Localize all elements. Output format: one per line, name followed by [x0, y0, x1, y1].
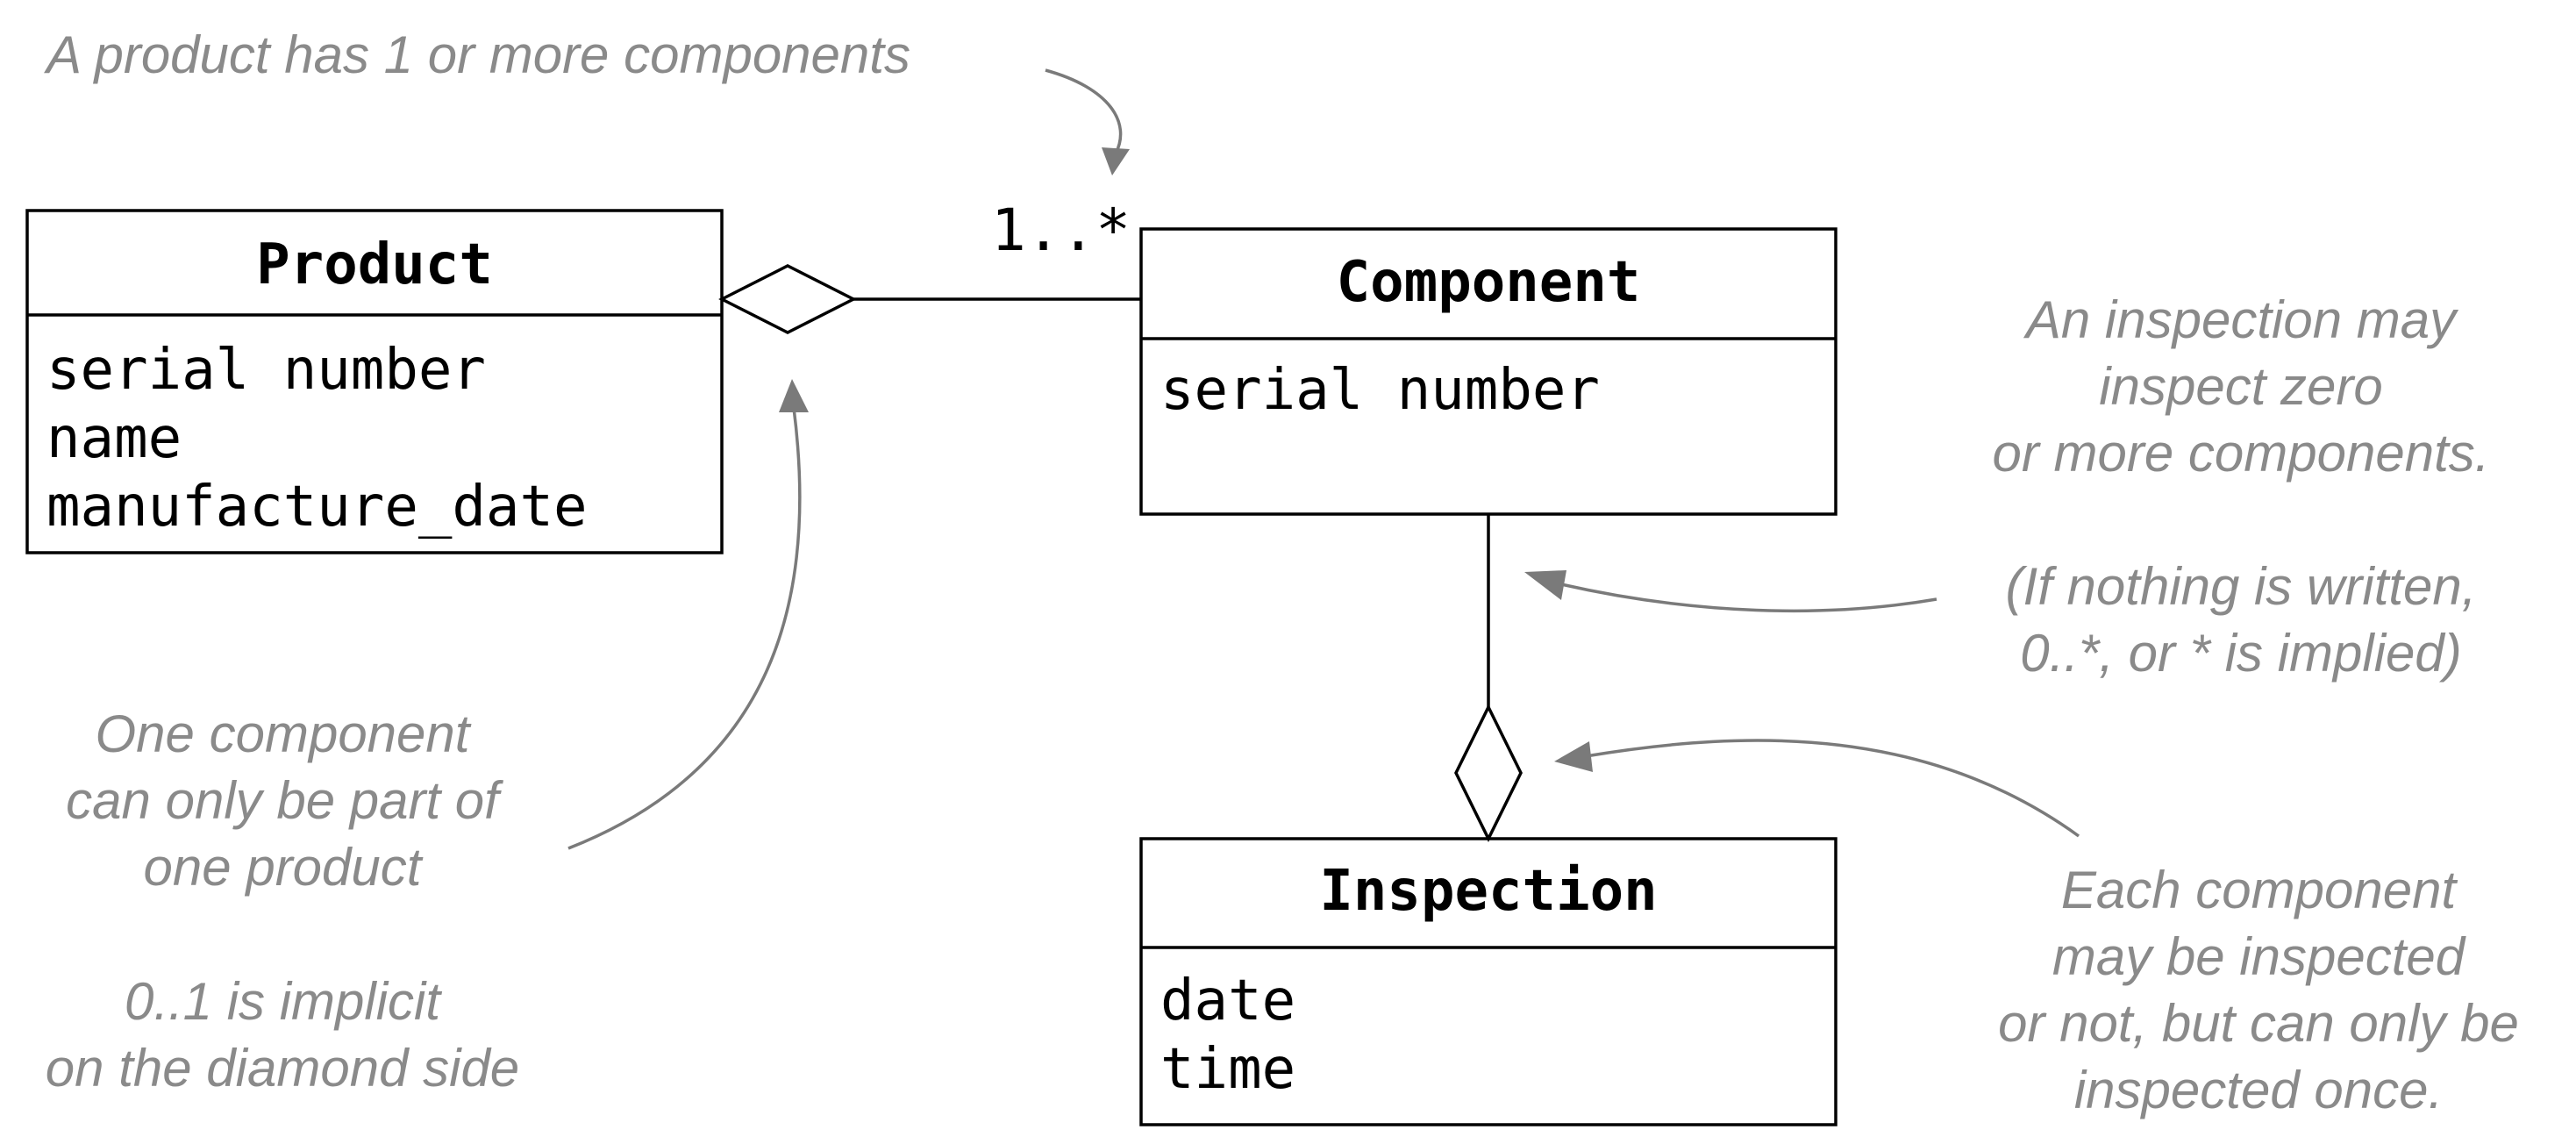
arrow-top: [1045, 68, 1123, 154]
aggregation-product-component: 1..*: [718, 197, 1141, 334]
class-inspection-title: Inspection: [1319, 859, 1657, 924]
class-inspection-attr: time: [1160, 1037, 1295, 1102]
note-right-1: An inspection may inspect zero or more c…: [1993, 290, 2490, 483]
note-line: 0..*, or * is implied): [2020, 624, 2462, 683]
note-right-2: (If nothing is written, 0..*, or * is im…: [2006, 557, 2477, 683]
note-line: can only be part of: [66, 771, 503, 830]
note-right-3: Each component may be inspected or not, …: [1998, 861, 2519, 1119]
class-product-box: [25, 209, 724, 554]
note-line: An inspection may: [2023, 290, 2459, 349]
class-inspection[interactable]: Inspection date time: [1139, 837, 1837, 1126]
arrowhead-icon: [1102, 147, 1130, 175]
note-line: (If nothing is written,: [2006, 557, 2477, 616]
arrowhead-icon: [1554, 741, 1593, 772]
note-line: Each component: [2061, 861, 2458, 919]
arrowhead-icon: [1524, 570, 1566, 600]
arrowhead-icon: [779, 379, 809, 412]
arrow-right-1: [1560, 583, 1937, 613]
class-inspection-box: [1139, 837, 1837, 1126]
multiplicity-label: 1..*: [991, 197, 1131, 264]
class-product[interactable]: Product serial number name manufacture_d…: [25, 209, 724, 554]
aggregation-inspection-component: [1454, 514, 1523, 842]
class-product-title: Product: [256, 232, 493, 297]
arrow-left: [567, 407, 802, 850]
note-line: may be inspected: [2052, 927, 2466, 986]
note-line: one product: [144, 838, 424, 897]
note-line: on the diamond side: [46, 1039, 519, 1098]
note-line: inspect zero: [2099, 357, 2383, 416]
note-line: inspected once.: [2074, 1061, 2443, 1119]
note-line: or more components.: [1993, 424, 2490, 483]
class-component-attr: serial number: [1160, 358, 1600, 423]
note-line: 0..1 is implicit: [125, 972, 442, 1031]
note-left-2: 0..1 is implicit on the diamond side: [46, 972, 519, 1098]
class-component-title: Component: [1337, 250, 1641, 315]
class-product-attr: manufacture_date: [46, 475, 588, 540]
class-component-box: [1139, 227, 1837, 516]
aggregation-diamond: [1454, 704, 1523, 842]
note-line: or not, but can only be: [1998, 994, 2519, 1053]
class-inspection-attr: date: [1160, 969, 1295, 1033]
class-component[interactable]: Component serial number: [1139, 227, 1837, 516]
aggregation-diamond: [718, 264, 857, 334]
class-product-attr: serial number: [46, 338, 486, 403]
note-top: A product has 1 or more components: [44, 25, 910, 84]
note-left-1: One component can only be part of one pr…: [66, 704, 503, 897]
arrow-right-2: [1585, 739, 2080, 838]
note-line: One component: [96, 704, 472, 763]
class-product-attr: name: [46, 406, 182, 471]
annotation-arrows: [567, 68, 2080, 850]
